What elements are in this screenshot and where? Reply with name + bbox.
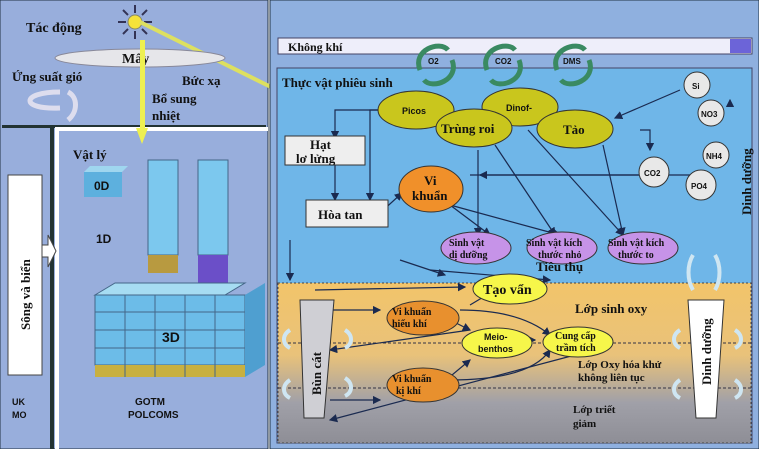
svg-text:PO4: PO4 <box>691 182 708 191</box>
reduced-layer-label-1: Lớp triết <box>573 404 616 416</box>
node-po4[interactable]: PO4 <box>685 169 717 201</box>
svg-text:Sinh vật kích: Sinh vật kích <box>526 238 583 249</box>
svg-text:thước to: thước to <box>618 250 654 261</box>
node-nh4[interactable]: NH4 <box>702 141 730 169</box>
air-bar <box>277 37 753 55</box>
label-1d: 1D <box>96 232 112 246</box>
river-sea-box <box>7 174 43 376</box>
svg-text:lơ lửng: lơ lửng <box>296 151 336 166</box>
sediment-layer <box>277 282 752 444</box>
nutrients-label: Dinh dưỡng <box>739 148 754 215</box>
gas-exchange-dms: DMS <box>553 43 593 87</box>
gotm-label: GOTM <box>135 397 165 408</box>
node-flocculation[interactable]: Tạo vẩn <box>472 273 548 305</box>
node-co2[interactable]: CO2 <box>638 156 670 188</box>
svg-text:Trùng roi: Trùng roi <box>441 121 495 136</box>
svg-text:Picos: Picos <box>402 106 426 116</box>
gas-exchange-co2: CO2 <box>483 43 523 87</box>
ukmo-label-2: MO <box>12 410 27 420</box>
polcoms-label: POLCOMS <box>128 410 179 421</box>
svg-text:Vi khuẩn: Vi khuẩn <box>392 307 432 318</box>
oxic-layer-label: Lớp sinh oxy <box>575 301 648 316</box>
svg-text:O2: O2 <box>428 57 439 66</box>
cube-0d: 0D <box>84 166 128 197</box>
redox-layer-label-1: Lớp Oxy hóa khử <box>578 359 662 371</box>
svg-text:Hạt: Hạt <box>310 137 332 152</box>
node-no3[interactable]: NO3 <box>697 99 725 127</box>
node-flagellates[interactable]: Trùng roi <box>435 108 513 148</box>
svg-text:khuẩn: khuẩn <box>412 188 448 203</box>
redox-layer-label-2: không liên tục <box>578 372 645 384</box>
node-algae[interactable]: Tảo <box>536 109 614 149</box>
column-1d-a <box>147 159 179 273</box>
svg-text:NH4: NH4 <box>706 152 723 161</box>
wind-swirl-icon <box>27 89 78 122</box>
mud-sand-column: Bùn cát <box>299 299 335 419</box>
svg-text:Tạo vẩn: Tạo vẩn <box>483 283 532 298</box>
node-meiobenthos[interactable]: Meio-benthos <box>461 327 533 359</box>
svg-text:Dinh dưỡng: Dinh dưỡng <box>699 318 714 385</box>
svg-text:CO2: CO2 <box>644 169 661 178</box>
mixing-swirl-icons <box>282 253 743 400</box>
svg-text:Hòa tan: Hòa tan <box>318 207 363 222</box>
heat-label-2: nhiệt <box>152 108 181 123</box>
heat-label-1: Bổ sung <box>152 91 197 106</box>
phytoplankton-label: Thực vật phiêu sinh <box>282 75 394 90</box>
svg-text:Dinof-: Dinof- <box>506 103 532 113</box>
node-picos[interactable]: Picos <box>377 90 455 130</box>
wind-stress-label: Ứng suất gió <box>12 69 82 84</box>
reduced-layer-label-2: giảm <box>573 418 596 430</box>
node-dissolved[interactable]: Hòa tan <box>305 199 389 228</box>
svg-text:NO3: NO3 <box>701 110 718 119</box>
column-1d-b <box>197 159 229 283</box>
svg-text:Vi: Vi <box>424 173 437 188</box>
nutrient-column: Dinh dưỡng <box>687 299 725 419</box>
consumption-label: Tiêu thụ <box>536 259 583 274</box>
heat-arrow <box>136 128 148 144</box>
svg-text:Vi khuẩn: Vi khuẩn <box>392 374 432 385</box>
impact-label: Tác động <box>26 21 82 36</box>
svg-text:Si: Si <box>692 82 700 91</box>
air-label: Không khí <box>288 40 343 54</box>
svg-text:Tảo: Tảo <box>563 122 585 137</box>
svg-text:Meio-: Meio- <box>484 332 508 342</box>
grid-3d: 3D <box>93 282 265 377</box>
radiation-label: Bức xạ <box>182 73 221 88</box>
sun-icon <box>118 5 152 39</box>
svg-text:3D: 3D <box>162 329 180 345</box>
node-si[interactable]: Si <box>683 71 711 99</box>
river-sea-label: Sông và biển <box>18 258 33 330</box>
svg-text:CO2: CO2 <box>495 57 512 66</box>
svg-text:benthos: benthos <box>478 344 513 354</box>
cloud-label: Mây <box>122 52 149 67</box>
svg-text:trầm tích: trầm tích <box>556 343 596 354</box>
physics-label: Vật lý <box>73 147 107 162</box>
svg-text:hiếu khí: hiếu khí <box>392 319 427 330</box>
svg-text:Sinh vật: Sinh vật <box>449 238 485 249</box>
svg-text:kị khí: kị khí <box>396 386 421 397</box>
gas-exchange-o2: O2 <box>416 43 456 87</box>
svg-text:Bùn cát: Bùn cát <box>309 351 324 395</box>
ukmo-label-1: UK <box>12 397 25 407</box>
svg-text:Cung cấp: Cung cấp <box>555 331 596 342</box>
svg-text:dị dưỡng: dị dưỡng <box>449 250 488 261</box>
svg-text:0D: 0D <box>94 179 110 193</box>
svg-text:Sinh vật kích: Sinh vật kích <box>608 238 665 249</box>
svg-text:thước nhỏ: thước nhỏ <box>538 250 582 261</box>
svg-text:DMS: DMS <box>563 57 581 66</box>
